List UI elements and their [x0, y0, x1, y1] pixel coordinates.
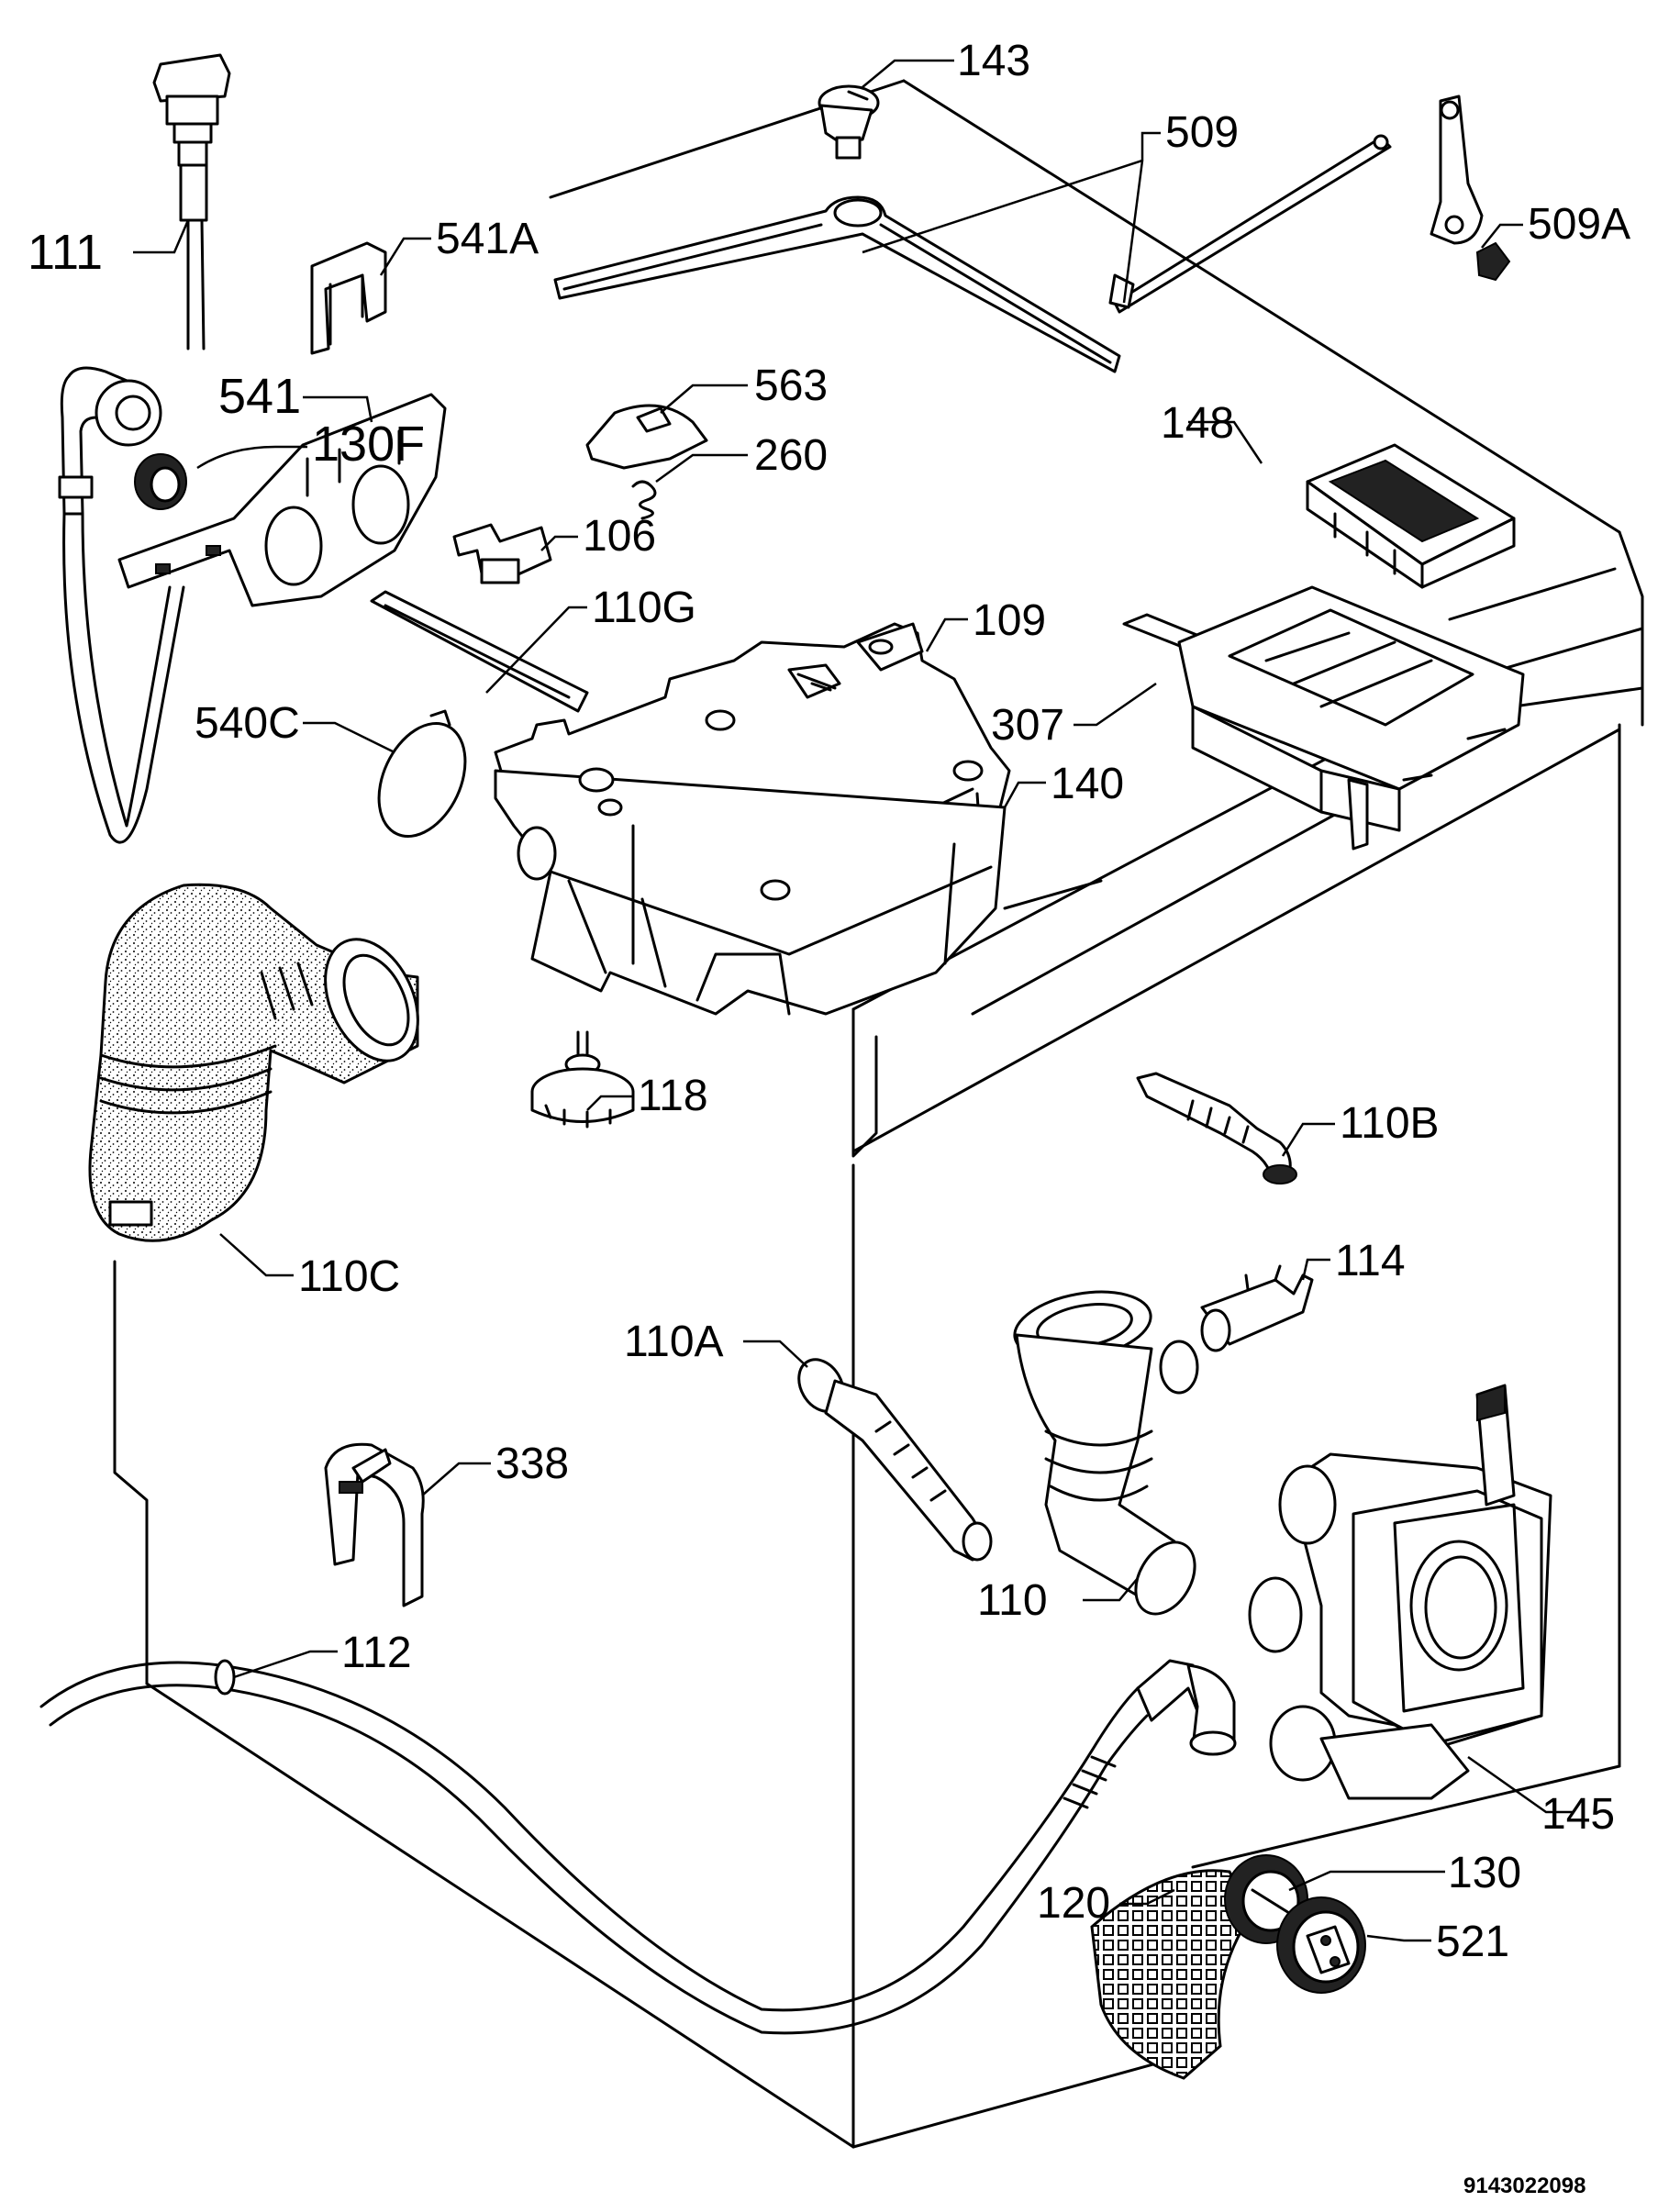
label-260: 260 [754, 431, 828, 480]
bracket-541 [117, 393, 447, 607]
lever-509a [1430, 95, 1511, 282]
label-509: 509 [1165, 108, 1239, 157]
knob-143 [818, 84, 880, 160]
label-509a: 509A [1528, 200, 1630, 249]
label-540c: 540C [195, 699, 300, 748]
label-111: 111 [28, 225, 103, 280]
hose-110c [88, 883, 419, 1242]
label-112: 112 [341, 1629, 412, 1677]
label-130: 130 [1448, 1849, 1521, 1897]
sump-145 [1248, 1384, 1552, 1800]
label-114: 114 [1335, 1237, 1406, 1285]
part-labels: 143 509 509A 111 541A 541 130F 563 260 1… [28, 37, 1630, 2198]
label-541a: 541A [436, 215, 539, 263]
label-541: 541 [218, 369, 301, 424]
leader-lines [133, 59, 1574, 1942]
document-code: 9143022098 [1463, 2174, 1585, 2198]
spring-260 [631, 480, 657, 520]
label-140: 140 [1051, 760, 1124, 808]
dispenser-box-109-140 [494, 622, 1011, 1016]
label-109: 109 [973, 596, 1046, 645]
label-145: 145 [1541, 1790, 1615, 1839]
rods-509 [553, 134, 1392, 373]
ring-540c [377, 709, 467, 839]
bung-130f [134, 453, 187, 510]
label-120: 120 [1037, 1879, 1110, 1928]
lever-563 [585, 404, 708, 470]
label-563: 563 [754, 361, 828, 410]
label-130f: 130F [312, 417, 425, 472]
inlet-hose-111 [58, 53, 231, 844]
label-148: 148 [1161, 399, 1234, 448]
hose-110 [1013, 1290, 1199, 1616]
label-521: 521 [1436, 1918, 1509, 1966]
clip-541a [310, 241, 387, 355]
label-338: 338 [495, 1440, 569, 1488]
label-110a: 110A [624, 1318, 724, 1366]
part-114 [1200, 1264, 1314, 1352]
drawer-307 [1122, 585, 1525, 851]
part-106 [452, 523, 552, 584]
label-143: 143 [957, 37, 1030, 85]
label-110g: 110G [592, 584, 696, 632]
hose-110a [797, 1358, 993, 1562]
label-110b: 110B [1340, 1099, 1440, 1148]
tube-110g [370, 590, 589, 713]
label-110c: 110C [298, 1252, 400, 1301]
label-110: 110 [977, 1576, 1048, 1625]
hose-110b [1136, 1072, 1297, 1184]
label-106: 106 [583, 512, 656, 561]
label-118: 118 [638, 1072, 708, 1120]
part-148 [1306, 443, 1516, 589]
filter-120-130-521 [1090, 1854, 1366, 2080]
filter-118 [530, 1030, 635, 1129]
clip-338 [324, 1442, 425, 1607]
drain-hose-112 [39, 1659, 1237, 2035]
label-307: 307 [991, 701, 1064, 750]
